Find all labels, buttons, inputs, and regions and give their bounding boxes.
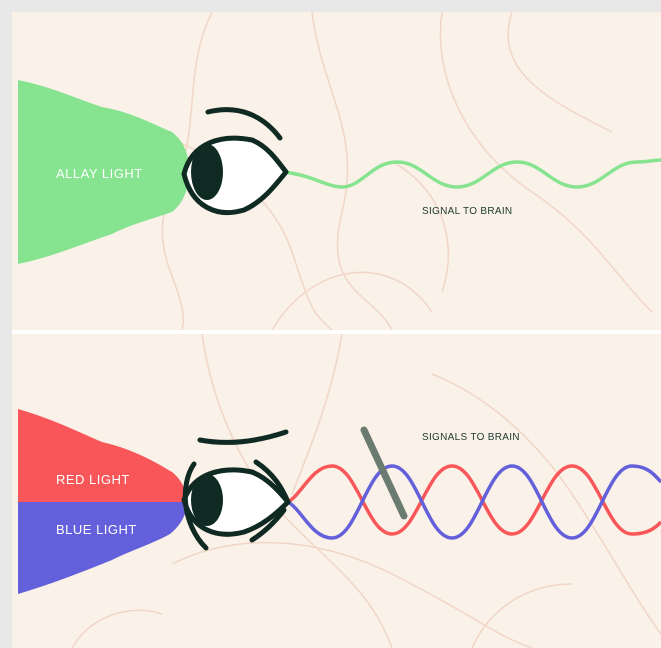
eye-icon xyxy=(184,432,288,548)
eye-icon xyxy=(184,110,286,213)
blue-light-beam xyxy=(18,502,188,594)
single-light-panel: ALLAY LIGHT SIGNAL TO BRAIN xyxy=(12,12,661,330)
input-light-label: ALLAY LIGHT xyxy=(56,166,143,181)
two-light-panel: RED LIGHT BLUE LIGHT SIGNALS TO BRAIN xyxy=(12,334,661,648)
signal-wave xyxy=(284,160,661,187)
blue-signal-wave xyxy=(288,466,661,538)
red-light-beam xyxy=(18,409,188,502)
diagram-frame: ALLAY LIGHT SIGNAL TO BRAIN xyxy=(12,12,661,648)
output-signal-label: SIGNAL TO BRAIN xyxy=(422,206,512,217)
red-light-label: RED LIGHT xyxy=(56,472,130,487)
red-signal-wave xyxy=(288,466,661,534)
output-signals-label: SIGNALS TO BRAIN xyxy=(422,432,520,443)
filter-bar xyxy=(364,430,404,516)
blue-light-label: BLUE LIGHT xyxy=(56,522,137,537)
two-light-illustration xyxy=(12,334,661,648)
